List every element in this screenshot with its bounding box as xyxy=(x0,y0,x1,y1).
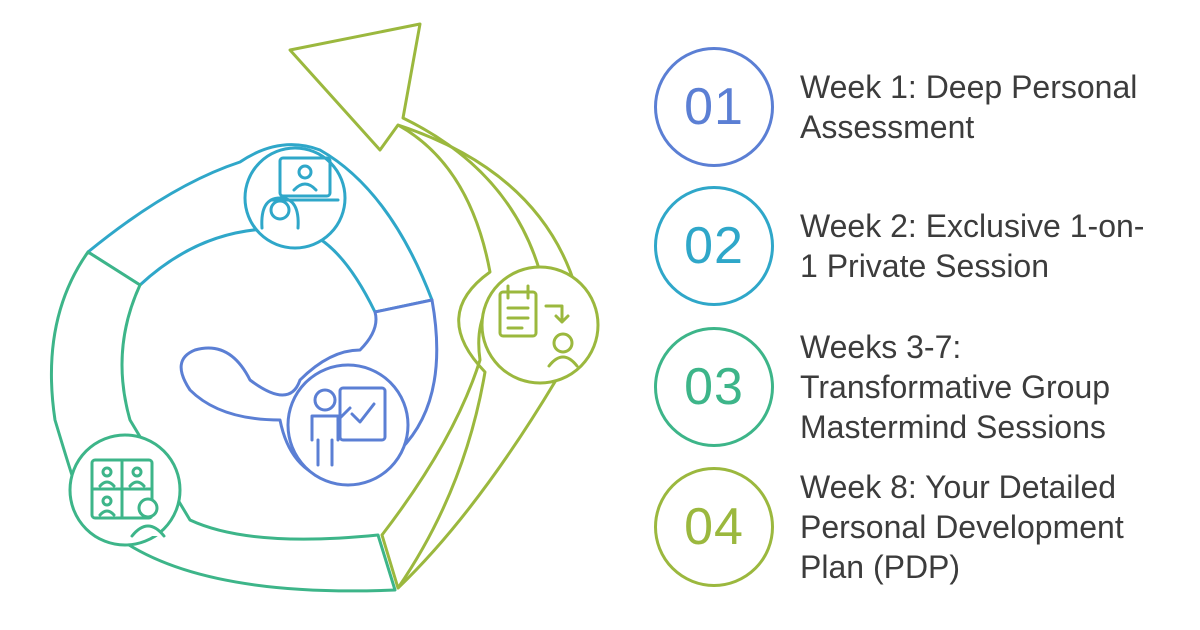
laptop-presenter-icon xyxy=(260,156,340,230)
step-2-number-circle: 02 xyxy=(654,186,774,306)
step-1-label: Week 1: Deep Personal Assessment xyxy=(800,69,1138,145)
step-2-label: Week 2: Exclusive 1-on- 1 Private Sessio… xyxy=(800,208,1145,284)
step-4-number-circle: 04 xyxy=(654,467,774,587)
presenter-checkmark-board-icon xyxy=(310,386,387,467)
calendar-checklist-person-icon xyxy=(498,284,579,368)
video-call-grid-icon xyxy=(90,458,166,538)
step-3: 03 Weeks 3-7: Transformative Group Maste… xyxy=(654,327,1194,447)
step-1-number: 01 xyxy=(684,78,744,136)
presenter-icon-bubble xyxy=(286,363,410,487)
step-2-number: 02 xyxy=(684,217,744,275)
step-4-label: Week 8: Your Detailed Personal Developme… xyxy=(800,469,1124,585)
step-3-number: 03 xyxy=(684,358,744,416)
step-1-number-circle: 01 xyxy=(654,47,774,167)
step-4: 04 Week 8: Your Detailed Personal Develo… xyxy=(654,467,1194,587)
step-3-number-circle: 03 xyxy=(654,327,774,447)
step-1: 01 Week 1: Deep Personal Assessment xyxy=(654,47,1194,167)
calendar-icon-bubble xyxy=(480,265,600,385)
cycle-diagram xyxy=(49,22,600,593)
step-4-number: 04 xyxy=(684,498,744,556)
step-2: 02 Week 2: Exclusive 1-on- 1 Private Ses… xyxy=(654,186,1194,306)
step-3-label: Weeks 3-7: Transformative Group Mastermi… xyxy=(800,329,1111,445)
laptop-icon-bubble xyxy=(243,146,347,250)
